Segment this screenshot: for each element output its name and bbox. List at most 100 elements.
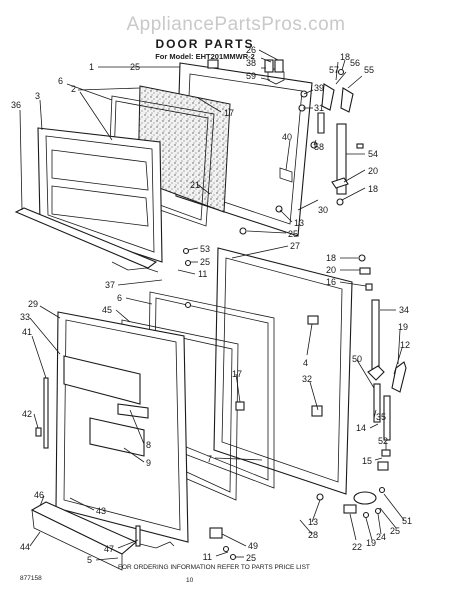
callout-11: 11 [198,269,207,279]
callout-20: 20 [326,265,336,275]
callout-5: 5 [87,555,92,565]
fresh-food-handle [371,299,380,373]
callout-25: 25 [200,257,210,267]
screw [182,247,190,255]
handle-end-cap [321,83,335,111]
callout-20: 20 [368,166,378,176]
callout-1: 1 [89,62,94,72]
callout-40: 40 [282,132,292,142]
callout-59: 59 [246,71,256,81]
callout-12: 12 [400,340,410,350]
callout-38: 38 [246,58,256,68]
callout-30: 30 [318,205,328,215]
callout-45: 45 [102,305,112,315]
callout-15: 15 [362,456,372,466]
callout-25: 25 [288,229,298,239]
callout-6: 6 [58,76,63,86]
callout-8: 8 [146,440,151,450]
callout-25: 25 [390,526,400,536]
callout-42: 42 [22,409,32,419]
lower-hinge-hardware [343,254,407,519]
callout-55: 55 [364,65,374,75]
freezer-handle [336,123,347,195]
hinge-bracket [377,461,389,471]
hinge-block [207,59,219,69]
callout-25: 25 [130,62,140,72]
screw [239,227,247,235]
leader-lines [19,49,405,561]
callout-33: 33 [20,312,30,322]
callout-13: 13 [308,517,318,527]
callout-57: 57 [329,65,339,75]
callout-21: 21 [190,180,200,190]
callout-24: 24 [376,532,386,542]
freezer-shelf-rail [14,207,158,269]
callout-13: 13 [294,218,304,228]
callout-19: 19 [398,322,408,332]
model-line: For Model: EHT201MMWR-2 [155,52,255,61]
callout-41: 41 [22,327,32,337]
callout-22: 22 [352,542,362,552]
callout-32: 32 [302,374,312,384]
callout-11: 11 [203,552,212,562]
callout-43: 43 [96,506,106,516]
callout-4: 4 [303,358,308,368]
callout-25: 25 [246,553,256,563]
callout-14: 14 [356,423,366,433]
callout-29: 29 [28,299,38,309]
callout-6: 6 [117,293,122,303]
fresh-food-outer-door [213,247,353,495]
hinge-bracket [331,177,349,189]
callout-3: 3 [35,91,40,101]
callout-18: 18 [340,52,350,62]
freezer-door-assembly [14,59,313,273]
page-number: 10 [186,577,194,584]
footer-code: 877158 [20,575,42,582]
callout-7: 7 [207,454,212,464]
callout-9: 9 [146,458,151,468]
callout-58: 58 [314,142,324,152]
callout-31: 31 [314,103,324,113]
callout-51: 51 [402,516,412,526]
callout-46: 46 [34,490,44,500]
callout-28: 28 [308,530,318,540]
callout-18: 18 [368,184,378,194]
callout-19: 19 [366,538,376,548]
callout-27: 27 [290,241,300,251]
callout-18: 18 [326,253,336,263]
callout-36: 36 [11,100,21,110]
callout-47: 47 [104,544,114,554]
hinge-cover [353,491,377,505]
callout-52: 52 [378,436,388,446]
callout-54: 54 [368,149,378,159]
callout-17: 17 [232,369,242,379]
dairy-compartment [89,417,145,457]
shelf-clip [111,261,159,273]
callout-17: 17 [224,108,234,118]
footer-instruction: FOR ORDERING INFORMATION REFER TO PARTS … [118,564,310,571]
callout-numbers: 1 25 26 38 59 18 57 56 55 6 2 3 36 17 39… [11,45,412,565]
diagram-title: DOOR PARTS [155,37,254,51]
watermark-text: AppliancePartsPros.com [126,14,345,35]
door-stop [279,167,293,183]
fresh-food-inner-liner [55,311,189,543]
handle-end-cap [391,361,407,393]
callout-56: 56 [350,58,360,68]
callout-35: 35 [376,412,386,422]
callout-26: 26 [246,45,256,55]
callout-53: 53 [200,244,210,254]
door-bin [63,355,141,405]
callout-2: 2 [71,84,76,94]
callout-50: 50 [352,354,362,364]
callout-34: 34 [399,305,409,315]
callout-49: 49 [248,541,258,551]
callout-16: 16 [326,277,336,287]
callout-39: 39 [314,83,324,93]
shelf-clip [139,541,175,549]
shelf-rail [43,377,49,449]
screw [184,259,192,267]
fresh-food-door-assembly [30,247,353,571]
dairy-door [117,403,149,419]
upper-hinge-hardware [264,59,364,206]
